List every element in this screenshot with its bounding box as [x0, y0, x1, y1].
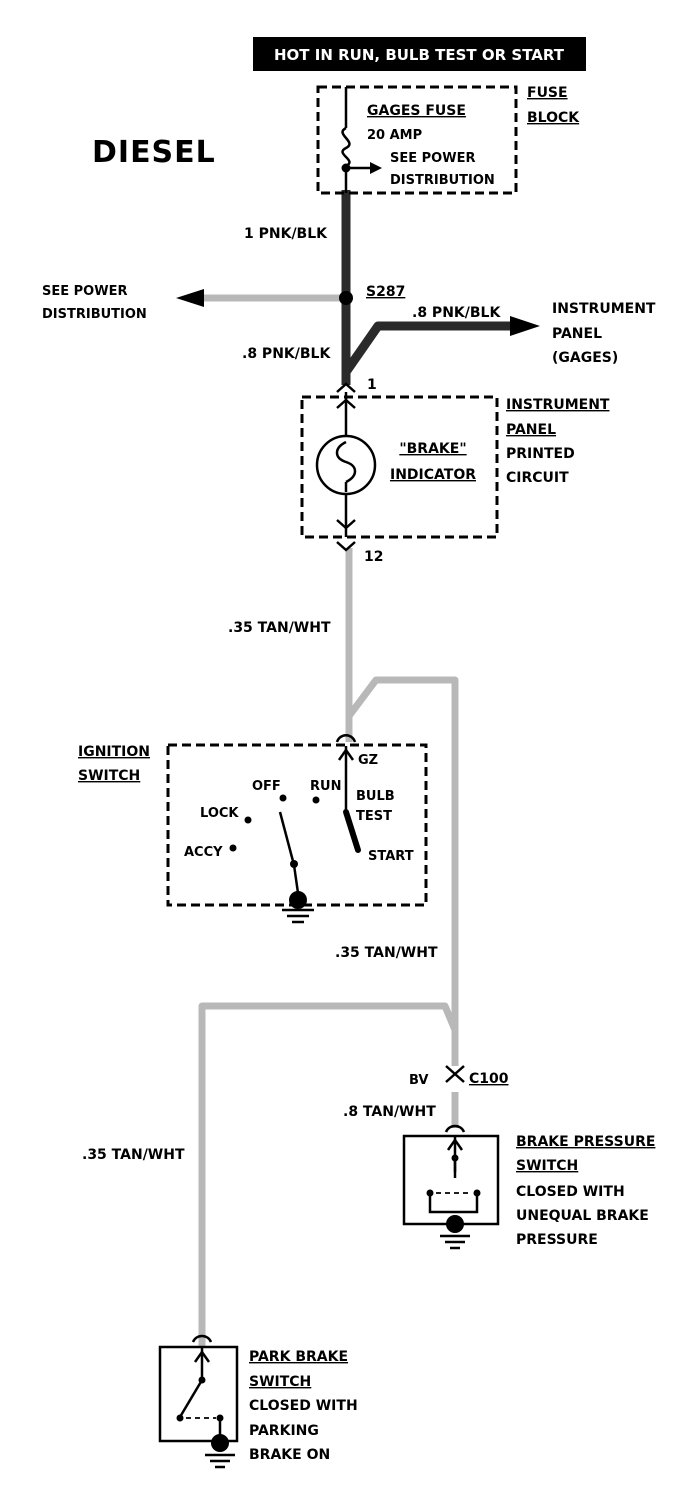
- instrument-cluster: 1 "BRAKE" INDICATOR 12 INSTRUMENT PANEL …: [300, 377, 610, 565]
- fuse-ref-line2: DISTRIBUTION: [390, 173, 495, 188]
- pos-off: OFF: [252, 779, 281, 794]
- park-label-line2: SWITCH: [249, 1374, 311, 1390]
- connector-pin12-icon: [336, 541, 356, 552]
- header-banner-text: HOT IN RUN, BULB TEST OR START: [274, 46, 565, 64]
- cluster-label-line4: CIRCUIT: [506, 470, 569, 486]
- wire-indicator-to-c100: [346, 676, 459, 1066]
- bulb-filament-icon: [335, 440, 357, 492]
- cluster-label-line2: PANEL: [506, 422, 556, 438]
- c100-id: C100: [469, 1071, 509, 1087]
- cluster-arrow-top: [336, 398, 356, 409]
- pos-start: START: [368, 849, 414, 864]
- ignition-pin: GZ: [358, 753, 378, 768]
- arrow-to-power-distribution: [176, 289, 204, 307]
- park-brake-switch: PARK BRAKE SWITCH CLOSED WITH PARKING BR…: [158, 1334, 358, 1469]
- instrument-panel-ref-line1: INSTRUMENT: [552, 301, 656, 317]
- cluster-label-line1: INSTRUMENT: [506, 397, 610, 413]
- fuse-name: GAGES FUSE: [367, 103, 466, 119]
- c100-pin: BV: [409, 1073, 428, 1088]
- fuse-ref-line1: SEE POWER: [390, 151, 475, 166]
- switch-pivot-dot: [290, 860, 298, 868]
- pos-run: RUN: [310, 779, 341, 794]
- pressure-switch-connector-icon: [444, 1124, 466, 1133]
- indicator-label-line1: "BRAKE": [399, 441, 466, 457]
- instrument-panel-ref-line2: PANEL: [552, 326, 602, 342]
- pressure-label-line1: BRAKE PRESSURE: [516, 1134, 655, 1150]
- c100-connector-icon-lower: [445, 1072, 465, 1083]
- park-desc-line1: CLOSED WITH: [249, 1398, 358, 1414]
- contact-off: [279, 794, 287, 802]
- instrument-panel-ref-line3: (GAGES): [552, 350, 618, 366]
- pos-lock: LOCK: [200, 806, 239, 821]
- park-switch-connector-icon: [191, 1334, 213, 1343]
- splice-ref-line2: DISTRIBUTION: [42, 307, 147, 322]
- cluster-label-line3: PRINTED: [506, 446, 575, 462]
- start-contact-icon: [343, 809, 361, 853]
- connector-pin1-icon: [336, 382, 356, 393]
- ignition-label-line2: SWITCH: [78, 768, 140, 784]
- contact-lock: [244, 816, 252, 824]
- pressure-ground-dot: [446, 1215, 464, 1233]
- fuse-symbol-icon: [341, 126, 351, 168]
- fuse-block-label-line2: BLOCK: [527, 110, 580, 126]
- contact-run: [312, 796, 320, 804]
- header-banner: HOT IN RUN, BULB TEST OR START: [253, 37, 586, 71]
- pos-accy: ACCY: [184, 845, 223, 860]
- park-switch-outline: [158, 1345, 239, 1443]
- cluster-pin-in: 1: [367, 377, 377, 393]
- wire-label-to-park-brake: .35 TAN/WHT: [82, 1147, 185, 1163]
- ignition-connector-icon: [335, 734, 357, 743]
- connector-c100: BV C100: [409, 1065, 509, 1088]
- pos-bulb-line1: BULB: [356, 789, 395, 804]
- splice-id: S287: [366, 284, 405, 300]
- switch-blade-lower: [292, 864, 300, 894]
- ignition-label-line1: IGNITION: [78, 744, 150, 760]
- indicator-label-line2: INDICATOR: [390, 467, 476, 483]
- pressure-desc-line2: UNEQUAL BRAKE: [516, 1208, 649, 1224]
- park-desc-line3: BRAKE ON: [249, 1447, 330, 1463]
- park-label-line1: PARK BRAKE: [249, 1349, 348, 1365]
- cluster-pin-out: 12: [364, 549, 383, 565]
- wire-label-fuse-out: 1 PNK/BLK: [244, 226, 328, 242]
- wire-label-indicator-out: .35 TAN/WHT: [228, 620, 331, 636]
- splice-s287-dot: [339, 291, 353, 305]
- ignition-internal-arrow: [337, 747, 355, 761]
- splice-ref-line1: SEE POWER: [42, 284, 127, 299]
- arrow-to-instrument-panel: [510, 316, 540, 336]
- pressure-switch-arrow: [446, 1137, 464, 1151]
- park-ground-dot: [211, 1434, 229, 1452]
- park-desc-line2: PARKING: [249, 1423, 319, 1439]
- cluster-arrow-bottom: [336, 519, 356, 530]
- wire-label-to-indicator: .8 PNK/BLK: [242, 346, 331, 362]
- fuse-ref-arrow-icon: [370, 162, 382, 174]
- pressure-desc-line1: CLOSED WITH: [516, 1184, 625, 1200]
- fuse-block-label-line1: FUSE: [527, 85, 568, 101]
- fuse-block: GAGES FUSE 20 AMP SEE POWER DISTRIBUTION…: [316, 85, 580, 195]
- fuse-block-outline: [316, 85, 518, 195]
- wire-to-park-brake: [198, 1002, 459, 1348]
- wire-label-to-panel: .8 PNK/BLK: [412, 305, 501, 321]
- wire-label-ign-to-c100: .35 TAN/WHT: [335, 945, 438, 961]
- pressure-label-line2: SWITCH: [516, 1158, 578, 1174]
- pressure-switch-bridge: [428, 1193, 479, 1214]
- pressure-desc-line3: PRESSURE: [516, 1232, 598, 1248]
- brake-pressure-switch: BRAKE PRESSURE SWITCH CLOSED WITH UNEQUA…: [402, 1124, 655, 1250]
- pos-bulb-line2: TEST: [356, 809, 392, 824]
- ignition-switch: GZ OFF RUN LOCK ACCY BULB TEST START IGN…: [78, 734, 428, 924]
- switch-blade: [278, 811, 296, 866]
- wire-to-instrument-panel: [342, 321, 512, 375]
- park-switch-arrow: [193, 1349, 211, 1363]
- park-switch-blade: [178, 1379, 204, 1418]
- fuse-rating: 20 AMP: [367, 128, 422, 143]
- contact-accy: [229, 844, 237, 852]
- diagram-title: DIESEL: [92, 135, 216, 170]
- ignition-ground-dot: [289, 891, 307, 909]
- park-contact-left: [176, 1414, 184, 1422]
- wire-label-c100-to-pressure: .8 TAN/WHT: [343, 1104, 436, 1120]
